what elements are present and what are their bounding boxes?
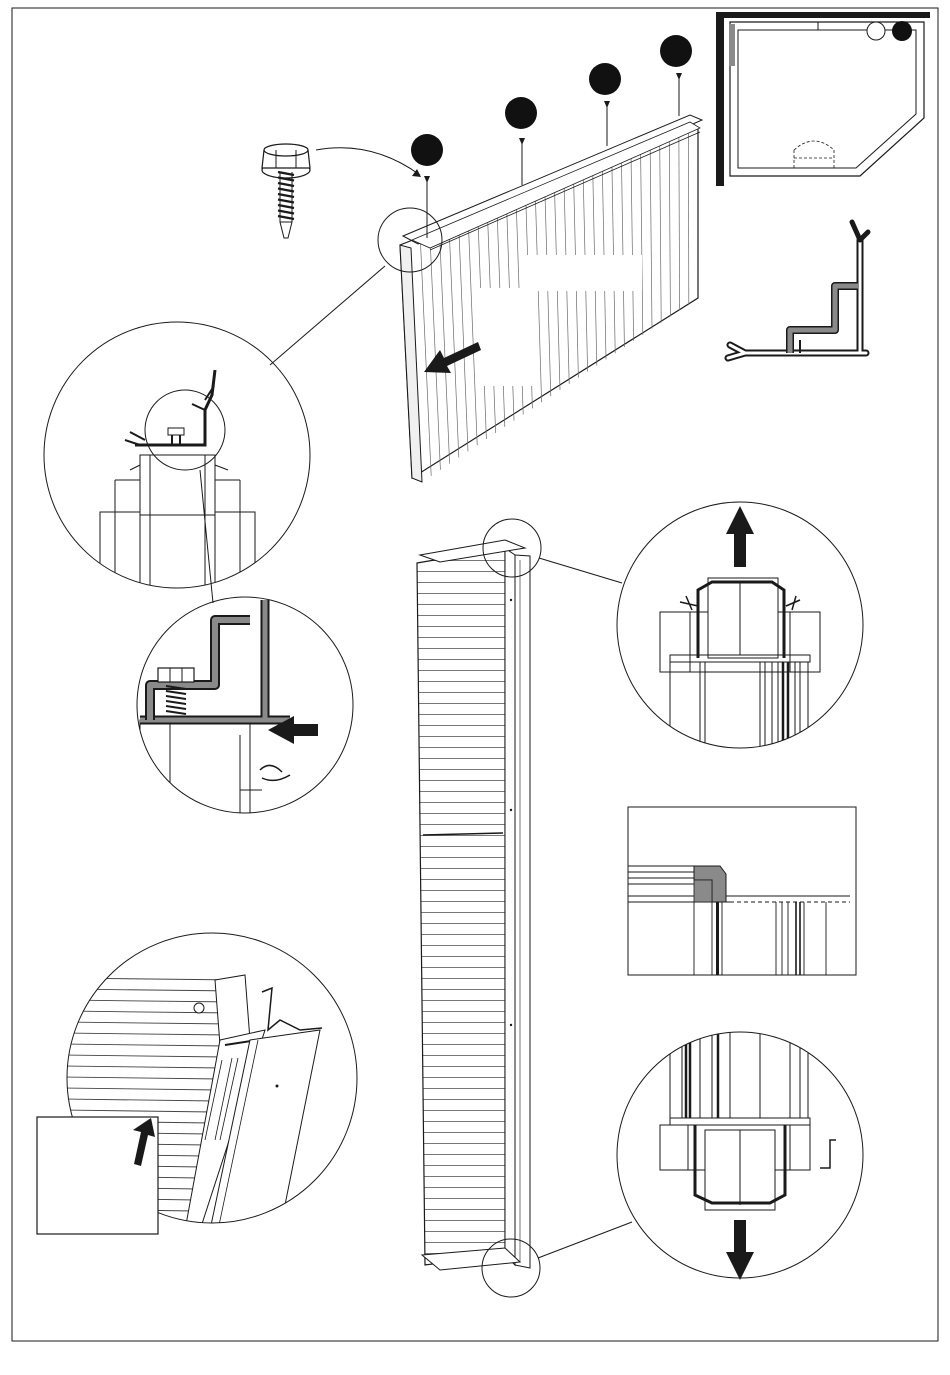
detail-screw-fixing <box>137 597 353 840</box>
detail-panel-bottom <box>617 1030 863 1280</box>
detail-panel-top <box>617 502 863 760</box>
wall-panel-angled <box>400 115 702 482</box>
detail-top-corner <box>44 322 310 602</box>
arrow-up-icon <box>726 506 754 567</box>
step-badge-1 <box>411 134 443 166</box>
leader-line-c <box>539 558 622 583</box>
wall-panel-vertical <box>417 540 530 1270</box>
label-blank-main <box>520 255 642 291</box>
step-badge-4 <box>660 35 692 67</box>
inset-box-blank <box>37 1117 158 1234</box>
plan-marker-filled <box>892 21 912 41</box>
leader-line-a <box>270 266 385 365</box>
arrow-down-icon <box>726 1220 754 1280</box>
self-drilling-screw-icon <box>262 144 310 238</box>
step-badge-3 <box>589 63 621 95</box>
step-badge-2 <box>505 97 537 129</box>
leader-line-d <box>538 1222 632 1258</box>
label-blank-secondary <box>480 288 532 386</box>
plan-marker-open <box>867 22 885 40</box>
detail-joint-rect <box>628 807 856 975</box>
screw-leader-arrow <box>316 148 420 175</box>
profile-section-icon <box>728 222 868 358</box>
